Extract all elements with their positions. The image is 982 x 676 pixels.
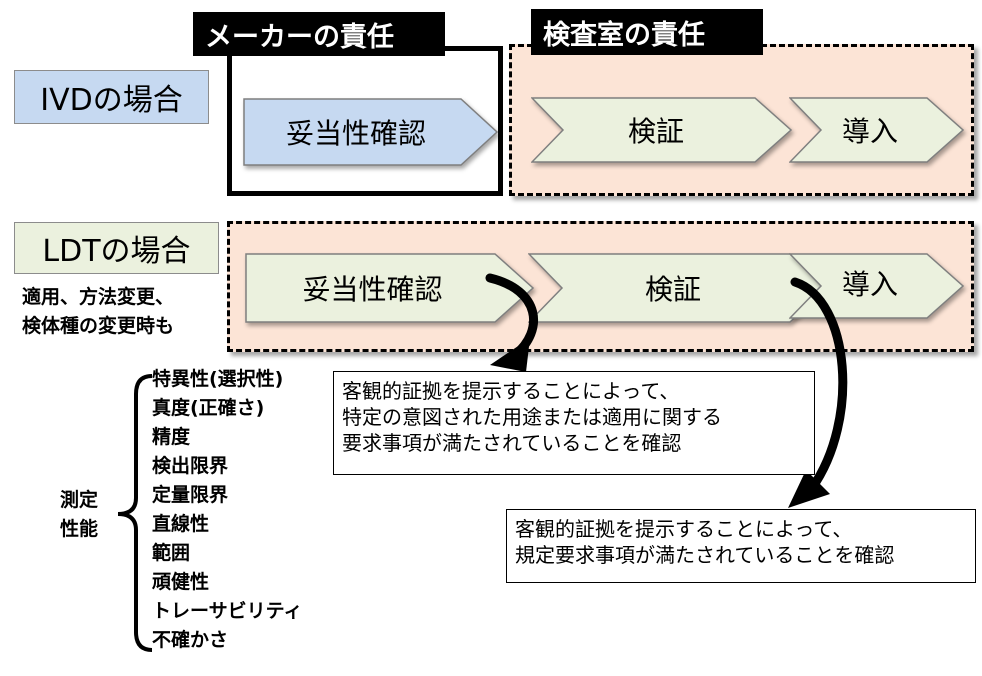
performance-item: 不確かさ bbox=[152, 629, 229, 651]
validation-definition-line: 要求事項が満たされていることを確認 bbox=[342, 431, 682, 455]
ldt-condition-line: 適用、方法変更、 bbox=[22, 286, 175, 308]
ivd-validation-label: 妥当性確認 bbox=[285, 117, 426, 150]
validation-definition-callout: 客観的証拠を提示することによって、 特定の意図された用途または適用に関する 要求… bbox=[333, 371, 815, 475]
performance-label: 測定 性能 bbox=[60, 486, 110, 544]
performance-list: 特異性(選択性) 真度(正確さ) 精度 検出限界 定量限界 直線性 範囲 頑健性… bbox=[152, 365, 332, 655]
ldt-introduction-label: 導入 bbox=[841, 268, 898, 301]
ldt-verification-label: 検証 bbox=[644, 273, 701, 306]
ldt-validation-arrow bbox=[245, 253, 535, 323]
verification-definition-line: 客観的証拠を提示することによって、 bbox=[515, 517, 853, 541]
ivd-validation-arrow bbox=[243, 98, 499, 166]
performance-item: 直線性 bbox=[152, 513, 210, 535]
validation-definition-line: 特定の意図された用途または適用に関する bbox=[342, 405, 722, 429]
maker-responsibility-label: メーカーの責任 bbox=[193, 12, 445, 56]
ldt-validation-label: 妥当性確認 bbox=[302, 273, 443, 306]
performance-brace bbox=[117, 374, 153, 652]
performance-item: 精度 bbox=[152, 426, 191, 448]
ivd-verification-label: 検証 bbox=[627, 115, 684, 148]
performance-item: 定量限界 bbox=[152, 484, 229, 506]
performance-label-line: 性能 bbox=[60, 518, 99, 540]
ivd-introduction-label: 導入 bbox=[841, 115, 898, 148]
verification-definition-line: 規定要求事項が満たされていることを確認 bbox=[515, 543, 895, 567]
verification-callout-arrowhead bbox=[788, 470, 830, 508]
verification-definition-callout: 客観的証拠を提示することによって、 規定要求事項が満たされていることを確認 bbox=[506, 509, 976, 583]
ldt-introduction-arrow bbox=[789, 253, 965, 319]
verification-callout-connector bbox=[790, 277, 848, 493]
performance-label-line: 測定 bbox=[60, 489, 99, 511]
ivd-verification-arrow bbox=[531, 97, 793, 163]
lab-responsibility-label: 検査室の責任 bbox=[531, 9, 763, 55]
ivd-introduction-arrow bbox=[789, 97, 965, 163]
ldt-case-label: LDTの場合 bbox=[14, 222, 219, 274]
ivd-case-label: IVDの場合 bbox=[14, 70, 209, 124]
performance-item: トレーサビリティ bbox=[152, 600, 303, 622]
performance-item: 真度(正確さ) bbox=[152, 397, 265, 419]
performance-item: 特異性(選択性) bbox=[152, 368, 284, 390]
ldt-condition-note: 適用、方法変更、 検体種の変更時も bbox=[22, 283, 222, 341]
performance-item: 検出限界 bbox=[152, 455, 229, 477]
ldt-condition-line: 検体種の変更時も bbox=[22, 315, 175, 337]
validation-definition-line: 客観的証拠を提示することによって、 bbox=[342, 379, 680, 403]
validation-callout-arrowhead bbox=[490, 338, 530, 372]
performance-item: 頑健性 bbox=[152, 571, 210, 593]
performance-item: 範囲 bbox=[152, 542, 191, 564]
